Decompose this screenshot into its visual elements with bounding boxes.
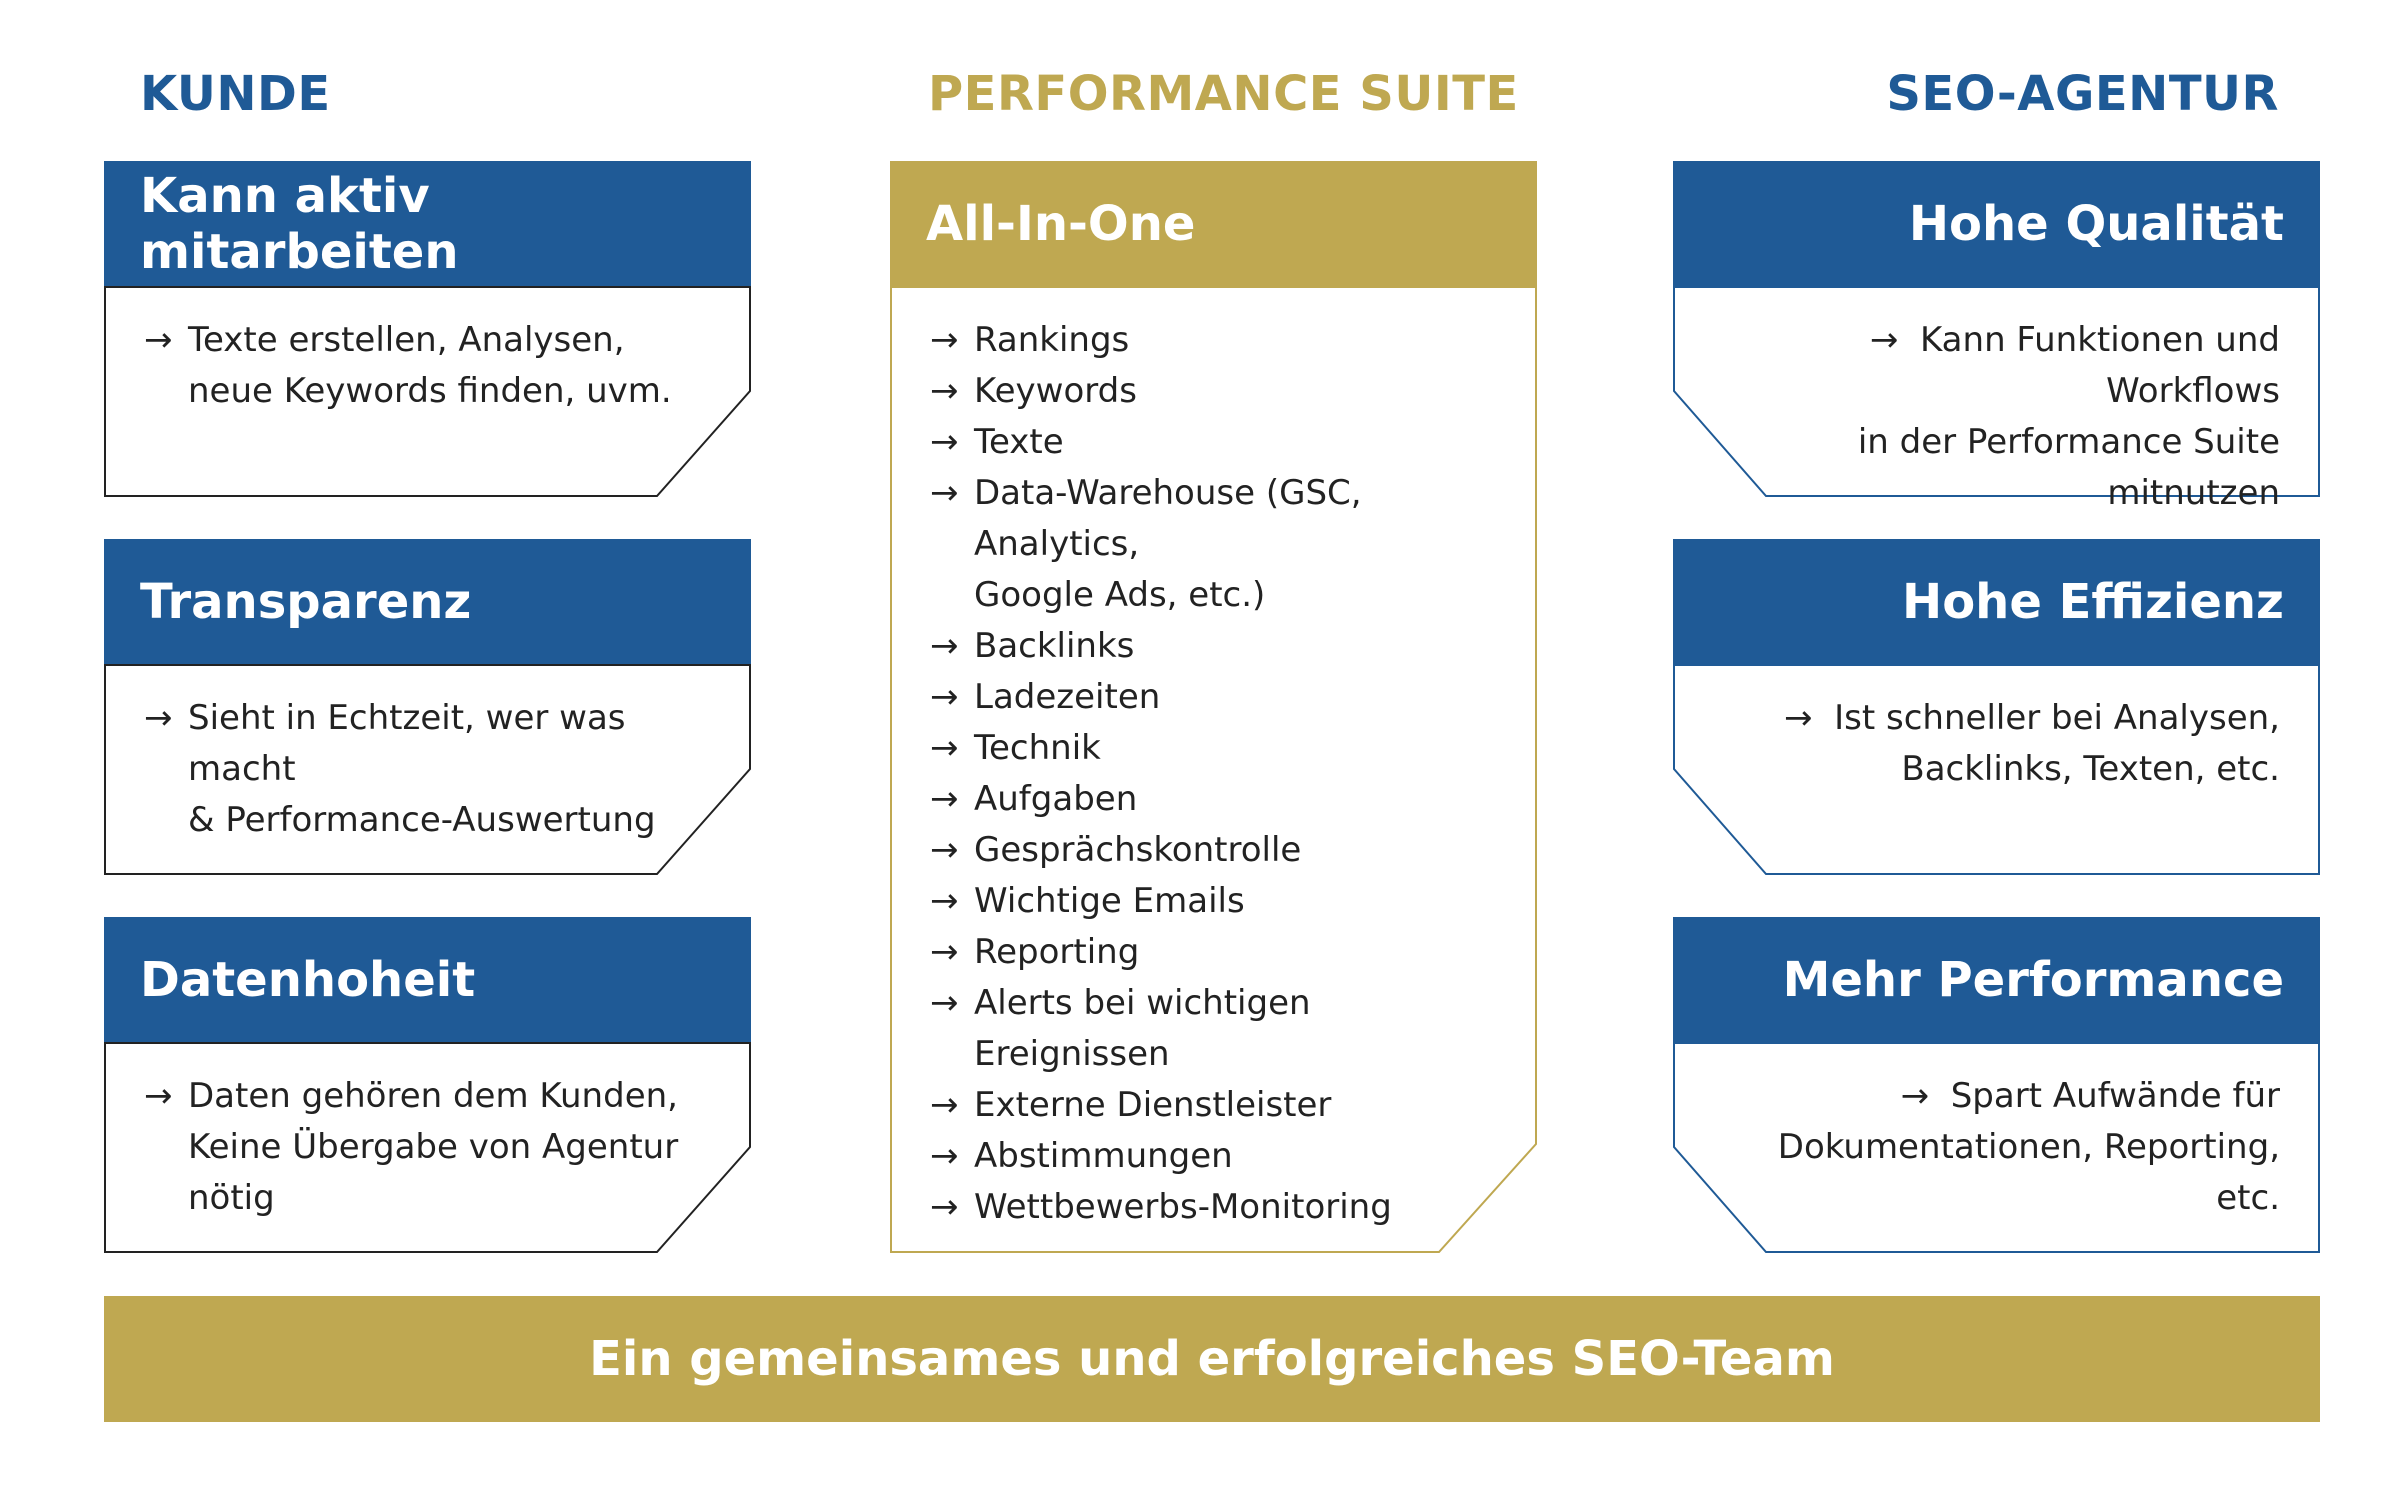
card-title: Mehr Performance bbox=[1673, 917, 2320, 1043]
card-line: in der Performance Suite bbox=[1857, 422, 2280, 462]
card-frame bbox=[104, 1042, 751, 1253]
list-item: →Texte bbox=[930, 417, 1507, 468]
card-line: Backlinks, Texten, etc. bbox=[1901, 749, 2280, 789]
card-frame bbox=[1673, 286, 2320, 497]
list-item: →Externe Dienstleister bbox=[930, 1080, 1507, 1131]
arrow-right-icon: → bbox=[930, 473, 959, 513]
card-title: Hohe Qualität bbox=[1673, 161, 2320, 287]
list-item: →Technik bbox=[930, 723, 1507, 774]
card-line: Spart Aufwände für bbox=[1950, 1076, 2280, 1116]
list-item: →Gesprächskontrolle bbox=[930, 825, 1507, 876]
arrow-right-icon: → bbox=[930, 1187, 959, 1227]
card-line: Sieht in Echtzeit, wer was macht bbox=[188, 698, 626, 789]
card-line: etc. bbox=[2216, 1178, 2280, 1218]
card-mehr-performance: Mehr Performance → Spart Aufwände für Do… bbox=[1673, 917, 2320, 1253]
card-text: → Ist schneller bei Analysen, Backlinks,… bbox=[1673, 665, 2320, 795]
card-frame bbox=[1673, 1042, 2320, 1253]
card-line: Kann Funktionen und Workflows bbox=[1919, 320, 2280, 411]
card-line: mitnutzen bbox=[2107, 473, 2280, 513]
list-item: →Backlinks bbox=[930, 621, 1507, 672]
arrow-right-icon: → bbox=[930, 1085, 959, 1125]
card-text: → Spart Aufwände für Dokumentationen, Re… bbox=[1673, 1043, 2320, 1224]
card-line: Texte erstellen, Analysen, bbox=[188, 320, 625, 360]
column-title-seo-agentur: SEO-AGENTUR bbox=[1886, 66, 2279, 122]
card-text: → Sieht in Echtzeit, wer was macht & Perf… bbox=[104, 665, 751, 846]
list-item: →Wettbewerbs-Monitoring bbox=[930, 1182, 1507, 1233]
list-item: →Wichtige Emails bbox=[930, 876, 1507, 927]
arrow-right-icon: → bbox=[1900, 1076, 1930, 1116]
card-line: & Performance-Auswertung bbox=[188, 800, 656, 840]
arrow-right-icon: → bbox=[930, 728, 959, 768]
list-item: →Reporting bbox=[930, 927, 1507, 978]
column-title-performance-suite: PERFORMANCE SUITE bbox=[928, 66, 1519, 122]
card-line: Keine Übergabe von Agentur bbox=[188, 1127, 679, 1167]
list-item: →Aufgaben bbox=[930, 774, 1507, 825]
arrow-right-icon: → bbox=[930, 677, 959, 717]
card-datenhoheit: Datenhoheit → Daten gehören dem Kunden, K… bbox=[104, 917, 751, 1253]
card-hohe-effizienz: Hohe Effizienz → Ist schneller bei Analy… bbox=[1673, 539, 2320, 875]
list-item: →Abstimmungen bbox=[930, 1131, 1507, 1182]
list-item: →Data-Warehouse (GSC, Analytics, bbox=[930, 468, 1507, 570]
card-kann-aktiv-mitarbeiten: Kann aktiv mitarbeiten → Texte erstellen,… bbox=[104, 161, 751, 497]
card-text: → Daten gehören dem Kunden, Keine Übergab… bbox=[104, 1043, 751, 1224]
arrow-right-icon: → bbox=[930, 983, 959, 1023]
list-item: →Keywords bbox=[930, 366, 1507, 417]
card-line: Dokumentationen, Reporting, bbox=[1777, 1127, 2280, 1167]
list-item: →Alerts bei wichtigen Ereignissen bbox=[930, 978, 1507, 1080]
card-transparenz: Transparenz → Sieht in Echtzeit, wer was … bbox=[104, 539, 751, 875]
arrow-right-icon: → bbox=[144, 1076, 173, 1116]
card-title: Hohe Effizienz bbox=[1673, 539, 2320, 665]
card-title: Transparenz bbox=[104, 539, 751, 665]
card-text: → Kann Funktionen und Workflows in der P… bbox=[1673, 287, 2320, 519]
arrow-right-icon: → bbox=[1869, 320, 1899, 360]
card-frame bbox=[890, 286, 1537, 1253]
list-item-continuation: Google Ads, etc.) bbox=[974, 575, 1266, 615]
card-line: neue Keywords finden, uvm. bbox=[188, 371, 672, 411]
arrow-right-icon: → bbox=[930, 881, 959, 921]
arrow-right-icon: → bbox=[930, 422, 959, 462]
card-line: Daten gehören dem Kunden, bbox=[188, 1076, 678, 1116]
arrow-right-icon: → bbox=[144, 698, 173, 738]
card-title: Datenhoheit bbox=[104, 917, 751, 1043]
arrow-right-icon: → bbox=[1784, 698, 1813, 738]
feature-list: →Rankings →Keywords →Texte →Data-Warehou… bbox=[890, 287, 1537, 1233]
card-title: All-In-One bbox=[890, 161, 1537, 287]
list-item: →Rankings bbox=[930, 315, 1507, 366]
card-title: Kann aktiv mitarbeiten bbox=[104, 161, 751, 287]
card-all-in-one: All-In-One →Rankings →Keywords →Texte →D… bbox=[890, 161, 1537, 1253]
arrow-right-icon: → bbox=[930, 1136, 959, 1176]
card-hohe-qualitaet: Hohe Qualität → Kann Funktionen und Work… bbox=[1673, 161, 2320, 513]
list-item: →Ladezeiten bbox=[930, 672, 1507, 723]
footer-text: Ein gemeinsames und erfolgreiches SEO-Te… bbox=[589, 1331, 1835, 1387]
arrow-right-icon: → bbox=[930, 779, 959, 819]
arrow-right-icon: → bbox=[930, 371, 959, 411]
card-frame bbox=[104, 664, 751, 875]
arrow-right-icon: → bbox=[930, 626, 959, 666]
column-title-kunde: KUNDE bbox=[140, 66, 331, 122]
card-frame bbox=[104, 286, 751, 497]
arrow-right-icon: → bbox=[930, 830, 959, 870]
arrow-right-icon: → bbox=[930, 320, 959, 360]
card-frame bbox=[1673, 664, 2320, 875]
arrow-right-icon: → bbox=[144, 320, 173, 360]
footer-banner: Ein gemeinsames und erfolgreiches SEO-Te… bbox=[104, 1296, 2320, 1422]
card-line: nötig bbox=[188, 1178, 275, 1218]
card-text: → Texte erstellen, Analysen, neue Keyword… bbox=[104, 287, 751, 417]
arrow-right-icon: → bbox=[930, 932, 959, 972]
card-line: Ist schneller bei Analysen, bbox=[1834, 698, 2280, 738]
